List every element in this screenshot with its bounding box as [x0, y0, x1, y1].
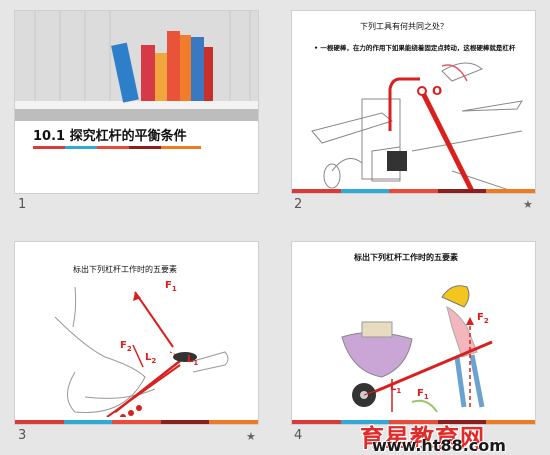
slide-heading: 标出下列杠杆工作时的五要素	[354, 253, 458, 262]
slide-bullet: • 一根硬棒，在力的作用下如果能绕着固定点转动，这根硬棒就是杠杆	[314, 44, 516, 52]
slide-title: 10.1 探究杠杆的平衡条件	[33, 129, 187, 144]
bookshelf-image	[15, 11, 258, 121]
animation-star-icon[interactable]: ★	[246, 430, 256, 443]
pivot-label: O	[432, 84, 443, 98]
slide-heading: 下列工具有何共同之处？	[360, 22, 448, 31]
force-label-f2: F2	[120, 340, 132, 353]
arm-label-l2: L2	[145, 352, 157, 365]
slide-stripe	[292, 420, 535, 424]
slide-stripe	[292, 189, 535, 193]
slide-heading: 标出下列杠杆工作时的五要素	[73, 265, 177, 274]
force-label-f1: F1	[417, 388, 429, 401]
slide-thumbnail-3[interactable]: 标出下列杠杆工作时的五要素 F1 F2 L2 L1	[14, 241, 259, 425]
wheelbarrow-illustration	[341, 285, 493, 413]
pruning-shears-illustration	[54, 286, 229, 417]
slide-thumbnail-4[interactable]: 标出下列杠杆工作时的五要素 F2 L1 F1	[291, 241, 536, 425]
force-label-f2: F2	[477, 312, 489, 325]
force-label-f1: F1	[165, 280, 177, 293]
slide-thumbnail-1[interactable]: 10.1 探究杠杆的平衡条件	[14, 10, 259, 194]
slide-number-4: 4	[294, 428, 303, 443]
tools-illustration	[311, 62, 524, 193]
arm-label-l1: L1	[390, 382, 402, 395]
watermark-url: www.ht88.com	[372, 436, 506, 455]
slide-number-3: 3	[18, 428, 27, 443]
watermark-logo: 育星教育网	[360, 424, 485, 452]
animation-star-icon[interactable]: ★	[523, 198, 533, 211]
slide-number-2: 2	[294, 197, 303, 212]
slide-stripe	[15, 420, 258, 424]
title-underline	[33, 146, 201, 149]
slide-number-1: 1	[18, 197, 27, 212]
arm-label-l1: L1	[187, 354, 199, 367]
slide-thumbnail-2[interactable]: 下列工具有何共同之处？ • 一根硬棒，在力的作用下如果能绕着固定点转动，这根硬棒…	[291, 10, 536, 194]
